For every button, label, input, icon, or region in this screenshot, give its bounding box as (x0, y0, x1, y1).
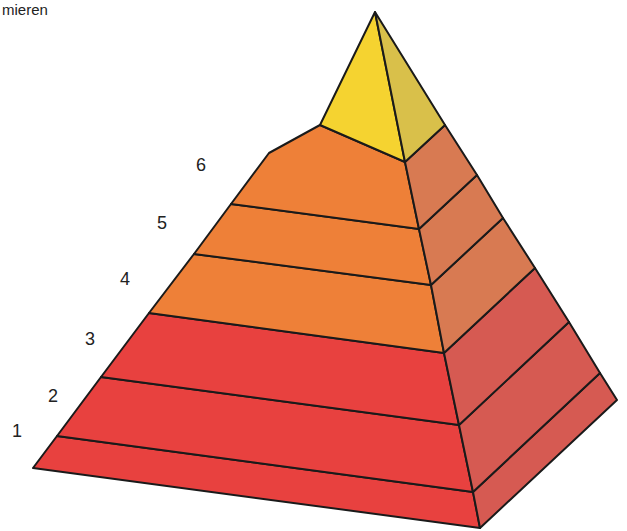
layer-number: 5 (157, 214, 167, 232)
layer-number: 3 (85, 330, 95, 348)
layer-number: 4 (120, 270, 130, 288)
layer-number: 6 (196, 156, 206, 174)
layer-number: 2 (48, 387, 58, 405)
heading-fragment: mieren (2, 2, 48, 17)
layer-number: 1 (12, 422, 22, 440)
